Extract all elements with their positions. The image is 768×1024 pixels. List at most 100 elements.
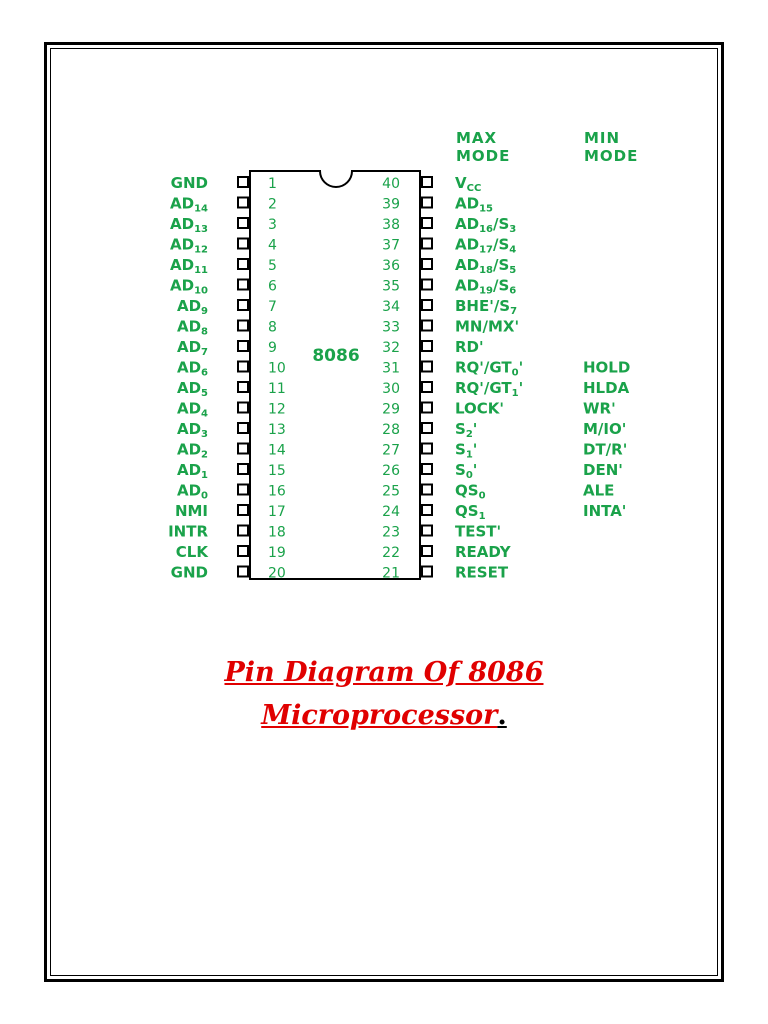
pin-stub — [237, 504, 249, 516]
min-mode-header-line1: MIN — [584, 129, 620, 147]
pin-stub — [421, 299, 433, 311]
pin-number: 6 — [268, 279, 277, 295]
pin-number: 27 — [382, 443, 400, 459]
pin-number: 5 — [268, 258, 277, 274]
pin-stub — [421, 524, 433, 537]
pin-stub — [237, 483, 249, 496]
pin-stub — [421, 422, 433, 434]
pin-stub — [421, 504, 433, 516]
caption-line2: Microprocessor. — [261, 700, 507, 731]
pin-number: 37 — [382, 238, 400, 254]
chip-name: 8086 — [312, 346, 359, 366]
pin-stub — [237, 463, 249, 475]
pin-number: 16 — [268, 484, 286, 500]
pin-number: 11 — [268, 381, 286, 397]
pin-stub — [421, 237, 433, 250]
pin-signal-label: LOCK' — [455, 400, 504, 418]
pin-signal-label: AD6 — [177, 359, 208, 379]
pin-signal-label: AD10 — [170, 277, 208, 297]
pin-stub — [237, 565, 249, 578]
pin-number: 39 — [382, 197, 400, 213]
pin-number: 35 — [382, 279, 400, 295]
pin-number: 36 — [382, 258, 400, 274]
pin-number: 10 — [268, 361, 286, 377]
pin-signal-label: AD11 — [170, 256, 208, 276]
pin-signal-label: AD4 — [177, 400, 208, 420]
pin-number: 13 — [268, 422, 286, 438]
pin-number: 40 — [382, 176, 400, 192]
pin-stub — [237, 278, 249, 291]
pin-signal-label: AD19/S6 — [455, 277, 516, 297]
pin-number: 12 — [268, 402, 286, 418]
pin-signal-label: QS0 — [455, 482, 486, 502]
pin-signal-label: RQ'/GT0' — [455, 359, 523, 379]
pin-number: 4 — [268, 238, 277, 254]
pin-stub — [421, 196, 433, 209]
pin-signal-label: QS1 — [455, 502, 486, 522]
pin-stub — [421, 483, 433, 496]
pin-stub — [237, 422, 249, 434]
pin-signal-label: AD12 — [170, 236, 208, 256]
pin-stub — [237, 299, 249, 311]
pin-number: 25 — [382, 484, 400, 500]
min-mode-signal-label: INTA' — [583, 502, 626, 520]
pin-signal-label: AD0 — [177, 482, 208, 502]
left-pin-column: 1GND2AD143AD134AD125AD116AD107AD98AD89AD… — [168, 174, 286, 582]
pin-number: 9 — [268, 340, 277, 356]
pin-signal-label: CLK — [176, 543, 210, 561]
pin-number: 3 — [268, 217, 277, 233]
pin-stub — [237, 401, 249, 414]
pin-number: 32 — [382, 340, 400, 356]
pin-stub — [237, 442, 249, 455]
pin-number: 14 — [268, 443, 286, 459]
pin-stub — [237, 545, 249, 557]
pin-stub — [421, 360, 433, 373]
min-mode-signal-label: DT/R' — [583, 441, 627, 459]
pin-number: 31 — [382, 361, 400, 377]
inner-border — [50, 48, 718, 976]
min-mode-signal-label: M/IO' — [583, 420, 626, 438]
pin-stub — [421, 442, 433, 455]
caption-period: . — [497, 700, 507, 731]
min-mode-header-line2: MODE — [584, 147, 638, 165]
pin-stub — [421, 217, 433, 229]
outer-border — [44, 42, 724, 982]
max-mode-header-line1: MAX — [456, 129, 497, 147]
pin-number: 19 — [268, 545, 286, 561]
min-mode-signal-label: HOLD — [583, 359, 630, 377]
pin-number: 24 — [382, 504, 400, 520]
pin-signal-label: GND — [171, 564, 208, 582]
pin-signal-label: AD2 — [177, 441, 208, 461]
pin-number: 8 — [268, 320, 277, 336]
pin-number: 33 — [382, 320, 400, 336]
pin-stub — [421, 381, 433, 393]
min-mode-signal-label: HLDA — [583, 379, 630, 397]
pin-stub — [237, 524, 249, 537]
min-mode-signal-label: WR' — [583, 400, 616, 418]
pin-signal-label: AD16/S3 — [455, 215, 516, 235]
caption-line1: Pin Diagram Of 8086 — [224, 657, 544, 688]
pin-signal-label: NMI — [175, 502, 208, 520]
pin-stub — [237, 340, 249, 352]
pin-signal-label: AD1 — [177, 461, 208, 481]
pin-number: 20 — [268, 566, 286, 582]
pin-number: 22 — [382, 545, 400, 561]
pin-stub — [421, 319, 433, 332]
pin-stub — [421, 176, 433, 188]
chip-body — [249, 170, 421, 580]
pin-signal-label: RD' — [455, 338, 484, 356]
pin-signal-label: AD3 — [177, 420, 208, 440]
pin-stub — [237, 381, 249, 393]
pin-signal-label: MN/MX' — [455, 318, 519, 336]
pin-signal-label: AD15 — [455, 195, 493, 215]
pin-signal-label: GND — [171, 174, 208, 192]
pin-signal-label: TEST' — [455, 523, 501, 541]
pin-stub — [237, 196, 249, 209]
pin-number: 29 — [382, 402, 400, 418]
pin-signal-label: READY — [455, 543, 512, 561]
pin-signal-label: S1' — [455, 441, 477, 461]
pin-number: 23 — [382, 525, 400, 541]
pin-signal-label: S0' — [455, 461, 477, 481]
